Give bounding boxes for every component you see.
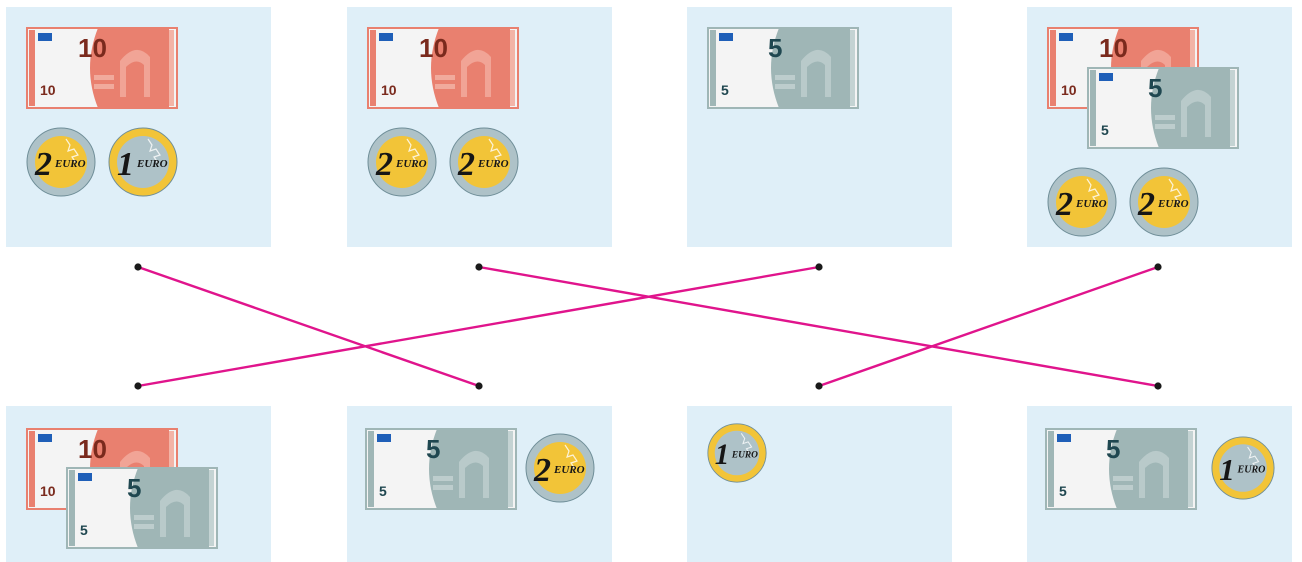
coin-2-euro: 2 EURO (525, 433, 595, 503)
banknote-small-label: 5 (721, 82, 729, 98)
banknote-small-label: 10 (1061, 82, 1077, 98)
bottom-card-1[interactable]: 10 10 5 5 (6, 406, 271, 562)
banknote-small-label: 5 (379, 483, 387, 499)
banknote-5: 5 5 (707, 27, 859, 109)
banknote-big-label: 5 (127, 473, 141, 503)
coin-euro-label: EURO (54, 158, 86, 170)
bottom-card-3[interactable]: 1 EURO (687, 406, 952, 562)
coin-value-label: 2 (457, 146, 475, 183)
anchor-dot-t3[interactable] (815, 263, 823, 271)
banknote-small-label: 10 (381, 82, 397, 98)
banknote-5: 5 5 (1087, 67, 1239, 149)
banknote-small-label: 5 (80, 522, 88, 538)
banknote-5: 5 5 (66, 467, 218, 549)
anchor-dot-t2[interactable] (475, 263, 483, 271)
banknote-5: 5 5 (1045, 428, 1197, 510)
coin-1-euro: 1 EURO (1211, 436, 1275, 500)
top-card-4[interactable]: 10 10 5 5 2 EURO 2 EURO (1027, 7, 1292, 247)
connection-line-t2-b4 (478, 265, 1159, 388)
anchor-dot-t1[interactable] (134, 263, 142, 271)
coin-1-euro: 1 EURO (108, 127, 178, 197)
coin-value-label: 2 (34, 146, 52, 183)
banknote-small-label: 5 (1101, 122, 1109, 138)
coin-value-label: 2 (375, 146, 393, 183)
banknote-small-label: 10 (40, 82, 56, 98)
bottom-card-2[interactable]: 5 5 2 EURO (347, 406, 612, 562)
banknote-small-label: 10 (40, 483, 56, 499)
banknote-5: 5 5 (365, 428, 517, 510)
banknote-small-label: 5 (1059, 483, 1067, 499)
anchor-dot-b4[interactable] (1154, 382, 1162, 390)
coin-2-euro: 2 EURO (449, 127, 519, 197)
coin-euro-label: EURO (731, 450, 758, 460)
banknote-big-label: 5 (1148, 73, 1162, 103)
banknote-big-label: 10 (78, 33, 107, 63)
coin-1-euro: 1 EURO (707, 423, 767, 483)
anchor-dot-b3[interactable] (815, 382, 823, 390)
anchor-dot-b1[interactable] (134, 382, 142, 390)
coin-value-label: 1 (1219, 452, 1235, 487)
coin-value-label: 2 (533, 452, 551, 489)
banknote-big-label: 10 (78, 434, 107, 464)
top-card-2[interactable]: 10 10 2 EURO 2 EURO (347, 7, 612, 247)
connection-line-t4-b3 (818, 265, 1159, 388)
coin-2-euro: 2 EURO (26, 127, 96, 197)
coin-euro-label: EURO (1075, 198, 1107, 210)
coin-2-euro: 2 EURO (1129, 167, 1199, 237)
coin-euro-label: EURO (136, 158, 168, 170)
coin-euro-label: EURO (1237, 465, 1266, 476)
connection-line-t3-b1 (137, 265, 820, 388)
coin-value-label: 2 (1137, 186, 1155, 223)
top-card-1[interactable]: 10 10 2 EURO 1 EURO (6, 7, 271, 247)
coin-euro-label: EURO (553, 464, 585, 476)
banknote-big-label: 5 (1106, 434, 1120, 464)
coin-value-label: 2 (1055, 186, 1073, 223)
banknote-big-label: 5 (426, 434, 440, 464)
coin-value-label: 1 (715, 439, 730, 471)
banknote-10: 10 10 (367, 27, 519, 109)
anchor-dot-b2[interactable] (475, 382, 483, 390)
banknote-10: 10 10 (26, 27, 178, 109)
anchor-dot-t4[interactable] (1154, 263, 1162, 271)
coin-euro-label: EURO (395, 158, 427, 170)
top-card-3[interactable]: 5 5 (687, 7, 952, 247)
bottom-card-4[interactable]: 5 5 1 EURO (1027, 406, 1292, 562)
coin-2-euro: 2 EURO (1047, 167, 1117, 237)
connection-line-t1-b2 (137, 265, 480, 388)
banknote-big-label: 10 (419, 33, 448, 63)
banknote-big-label: 5 (768, 33, 782, 63)
coin-2-euro: 2 EURO (367, 127, 437, 197)
coin-euro-label: EURO (477, 158, 509, 170)
banknote-big-label: 10 (1099, 33, 1128, 63)
coin-value-label: 1 (117, 146, 134, 183)
coin-euro-label: EURO (1157, 198, 1189, 210)
